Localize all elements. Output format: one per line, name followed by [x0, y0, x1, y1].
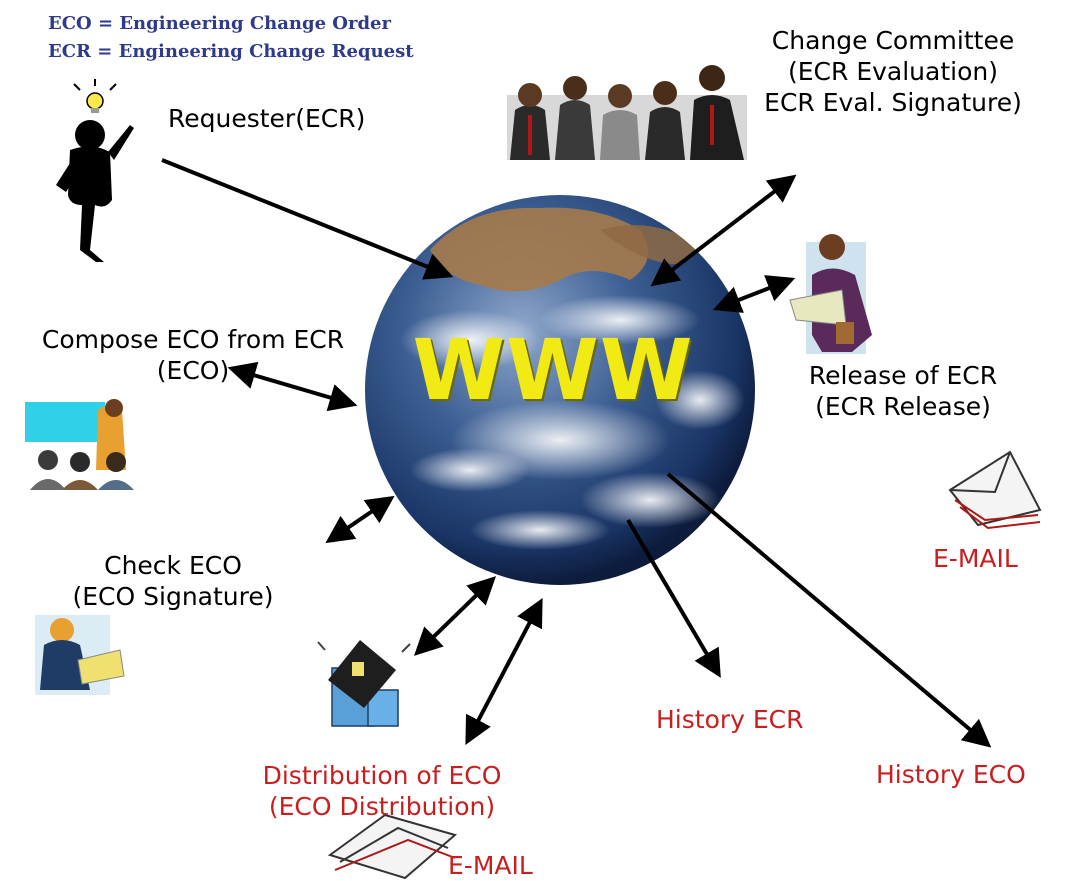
release-label: Release of ECR (ECR Release) — [778, 360, 1028, 422]
arrow-www-to-history-ecr — [626, 518, 721, 678]
arrow-check-www — [325, 495, 395, 544]
legend-eco: ECO = Engineering Change Order — [48, 13, 391, 34]
email-bottom-label: E-MAIL — [448, 851, 533, 880]
arrow-network-www — [413, 576, 497, 656]
www-label: WWW — [412, 321, 694, 419]
meeting-presentation-icon — [25, 399, 134, 490]
history-eco-label: History ECO — [876, 760, 1026, 789]
network-building-icon — [317, 640, 411, 727]
arrow-release-www — [712, 275, 796, 313]
arrow-requester-to-www — [161, 158, 454, 280]
check-line-2: (ECO Signature) — [72, 582, 274, 611]
arrow-committee-www — [650, 174, 797, 287]
requester-label: Requester(ECR) — [168, 104, 366, 133]
phone-checker-icon — [35, 615, 125, 695]
check-line-1: Check ECO — [104, 551, 242, 580]
email-right-label: E-MAIL — [933, 544, 1018, 573]
envelope-bottom-icon — [327, 813, 458, 880]
committee-line-2: (ECR Evaluation) — [788, 57, 998, 86]
earth-globe — [365, 195, 755, 585]
legend: ECO = Engineering Change Order ECR = Eng… — [48, 10, 414, 66]
envelope-stack-icon — [948, 450, 1042, 530]
distribution-line-1: Distribution of ECO — [262, 761, 502, 790]
history-ecr-label: History ECR — [656, 705, 804, 734]
release-line-2: (ECR Release) — [815, 392, 991, 421]
compose-line-1: Compose ECO from ECR — [41, 325, 345, 354]
committee-label: Change Committee (ECR Evaluation) ECR Ev… — [728, 25, 1058, 118]
arrow-www-to-history-eco — [666, 472, 992, 748]
compose-line-2: (ECO) — [156, 356, 230, 385]
idea-person-icon — [56, 79, 134, 262]
distribution-label: Distribution of ECO (ECO Distribution) — [222, 760, 542, 822]
committee-line-1: Change Committee — [771, 26, 1015, 55]
legend-ecr: ECR = Engineering Change Request — [48, 41, 414, 62]
check-label: Check ECO (ECO Signature) — [38, 550, 308, 612]
compose-label: Compose ECO from ECR (ECO) — [8, 324, 378, 386]
release-line-1: Release of ECR — [808, 361, 998, 390]
arrow-distribution-www — [465, 598, 543, 745]
committee-line-3: ECR Eval. Signature) — [764, 88, 1022, 117]
distribution-line-2: (ECO Distribution) — [268, 792, 496, 821]
arrow-compose-www — [227, 361, 358, 412]
arrows — [161, 158, 992, 748]
committee-group-icon — [507, 65, 747, 160]
release-reader-icon — [789, 234, 872, 354]
